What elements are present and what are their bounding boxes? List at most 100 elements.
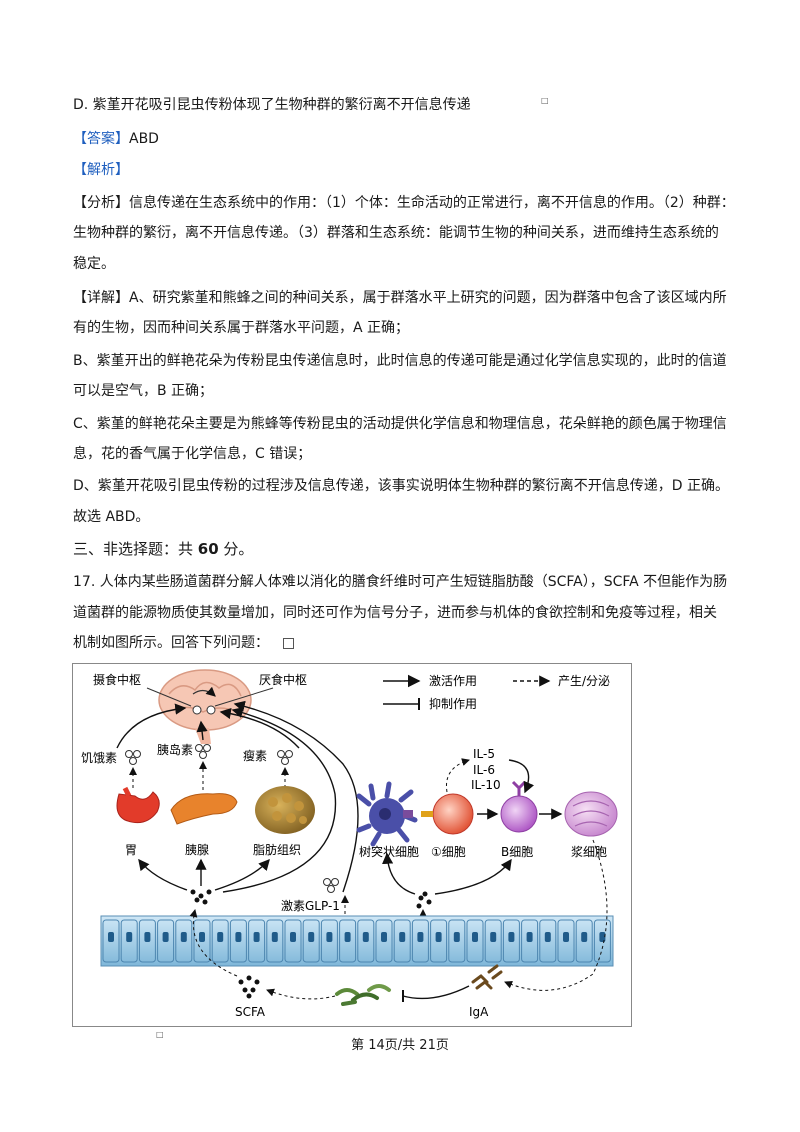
epithelial-cell [393, 919, 411, 963]
figure-svg: 摄食中枢 厌食中枢 激活作用 产生/分泌 抑制作用 饥饿素 胰岛素 瘦素 胃 [81, 669, 618, 1019]
cell-nucleus [344, 932, 351, 942]
mechanism-figure: 摄食中枢 厌食中枢 激活作用 产生/分泌 抑制作用 饥饿素 胰岛素 瘦素 胃 [72, 663, 632, 1027]
cell-nucleus [508, 932, 515, 942]
analysis-label: 【解析】 [73, 162, 129, 178]
il6-label: IL-6 [473, 763, 495, 777]
section-score: 60 [197, 540, 219, 558]
cell-nucleus [472, 932, 478, 942]
epithelial-cell [339, 919, 357, 963]
leptin-label: 瘦素 [243, 748, 267, 763]
iga-icon [471, 964, 503, 990]
xiangjie-line-7: D、紫堇开花吸引昆虫传粉的过程涉及信息传递，该事实说明体生物种群的繁衍离不开信息… [73, 478, 730, 494]
b-cell-icon [500, 780, 538, 833]
epithelial-cell [175, 919, 193, 963]
cell-nucleus [326, 932, 333, 942]
epithelial-cell [448, 919, 466, 963]
answer-line: 【答案】ABD [73, 129, 159, 149]
insulin-label: 胰岛素 [157, 742, 193, 757]
scfa-label: SCFA [235, 1005, 266, 1019]
adipose-tissue-icon [255, 786, 315, 834]
xiangjie-line-1: 【详解】A、研究紫堇和熊蜂之间的种间关系，属于群落水平上研究的问题，因为群落中包… [73, 290, 727, 306]
cell-nucleus [563, 932, 569, 942]
scfa-cluster-right [416, 891, 432, 909]
legend-produce: 产生/分泌 [558, 674, 610, 688]
feeding-center-label: 摄食中枢 [93, 672, 141, 687]
cell-nucleus [271, 932, 278, 942]
epithelial-cell [411, 919, 429, 963]
cell-nucleus [399, 932, 406, 942]
option-d: D. 紫堇开花吸引昆虫传粉体现了生物种群的繁衍离不开信息传递 [73, 97, 471, 113]
section-heading: 三、非选择题：共 60 分。 [73, 539, 253, 559]
cell-nucleus [144, 932, 151, 942]
cell-nucleus [308, 932, 315, 942]
small-square-mark: □ [156, 1030, 164, 1039]
cell-nucleus [253, 932, 260, 942]
epithelial-cell [284, 919, 302, 963]
fenxi-line-1: 【分析】信息传递在生态系统中的作用：（1）个体：生命活动的正常进行，离不开信息的… [73, 195, 735, 211]
dendritic-cell-label: 树突状细胞 [359, 844, 419, 859]
plasma-cell-label: 浆细胞 [571, 844, 607, 859]
cell-nucleus [162, 932, 169, 942]
il10-label: IL-10 [471, 778, 501, 792]
section-suffix: 分。 [218, 540, 254, 558]
xiangjie-line-5: C、紫堇的鲜艳花朵主要是为熊蜂等传粉昆虫的活动提供化学信息和物理信息，花朵鲜艳的… [73, 416, 727, 432]
fenxi-line-3: 稳定。 [73, 256, 115, 272]
ghrelin-label: 饥饿素 [81, 751, 117, 765]
epithelial-cell [484, 919, 502, 963]
cell-nucleus [435, 932, 442, 942]
epithelial-cell [466, 919, 484, 963]
cell-nucleus [417, 932, 424, 942]
epithelial-cell [102, 919, 120, 963]
cell-nucleus [581, 932, 588, 942]
answer-label: 【答案】 [73, 131, 129, 147]
glp1-label: 激素GLP-1 [281, 899, 340, 913]
cell-nucleus [362, 932, 369, 942]
hormone-molecules [125, 744, 293, 765]
glp1-molecules [323, 878, 339, 893]
figure-legend: 激活作用 产生/分泌 抑制作用 [383, 674, 610, 711]
epithelial-cell [211, 919, 229, 963]
legend-inhibit: 抑制作用 [429, 696, 477, 711]
satiety-center-label: 厌食中枢 [259, 672, 307, 687]
cell-nucleus [180, 932, 187, 942]
epithelial-cell [302, 919, 320, 963]
epithelial-cell [375, 919, 393, 963]
cell-nucleus [235, 932, 242, 942]
page-footer: 第 14页/共 21页 [351, 1038, 449, 1053]
epithelial-cell [357, 919, 375, 963]
pancreas-label: 胰腺 [185, 843, 209, 857]
epithelial-cell [120, 919, 138, 963]
small-square-mark [283, 637, 294, 649]
epithelial-cell [248, 919, 266, 963]
epithelial-cell [593, 919, 611, 963]
epithelial-cell [193, 919, 211, 963]
scfa-cluster-left [190, 889, 212, 905]
xiangjie-line-2: 有的生物，因而种间关系属于群落水平问题，A 正确； [73, 320, 410, 336]
epithelial-cell [320, 919, 338, 963]
cell-nucleus [453, 932, 460, 942]
cell-nucleus [108, 932, 114, 942]
pancreas-icon [170, 793, 238, 825]
dendritic-cell-icon [356, 781, 418, 847]
cell-nucleus [217, 932, 224, 942]
brain-icon [158, 669, 252, 744]
epithelial-cell [430, 919, 448, 963]
gut-bacteria-icon [335, 984, 391, 1006]
il5-label: IL-5 [473, 747, 495, 761]
scfa-cluster-bottom [238, 975, 260, 999]
q17-line-1: 17. 人体内某些肠道菌群分解人体难以消化的膳食纤维时可产生短链脂肪酸（SCFA… [73, 574, 728, 590]
plasma-cell-icon [564, 791, 618, 837]
epithelial-cell [557, 919, 575, 963]
q17-line-3-text: 机制如图所示。回答下列问题： [73, 635, 269, 651]
stomach-label: 胃 [125, 843, 137, 857]
adipose-label: 脂肪组织 [253, 842, 301, 857]
section-prefix: 三、非选择题：共 [73, 540, 198, 558]
stomach-icon [116, 786, 160, 824]
t-cell-icon [421, 793, 474, 835]
iga-label: IgA [469, 1005, 489, 1019]
answer-value: ABD [129, 131, 159, 147]
cell-nucleus [199, 932, 205, 942]
epithelial-cell [575, 919, 593, 963]
small-square-mark: □ [541, 96, 549, 105]
xiangjie-line-8: 故选 ABD。 [73, 509, 150, 525]
